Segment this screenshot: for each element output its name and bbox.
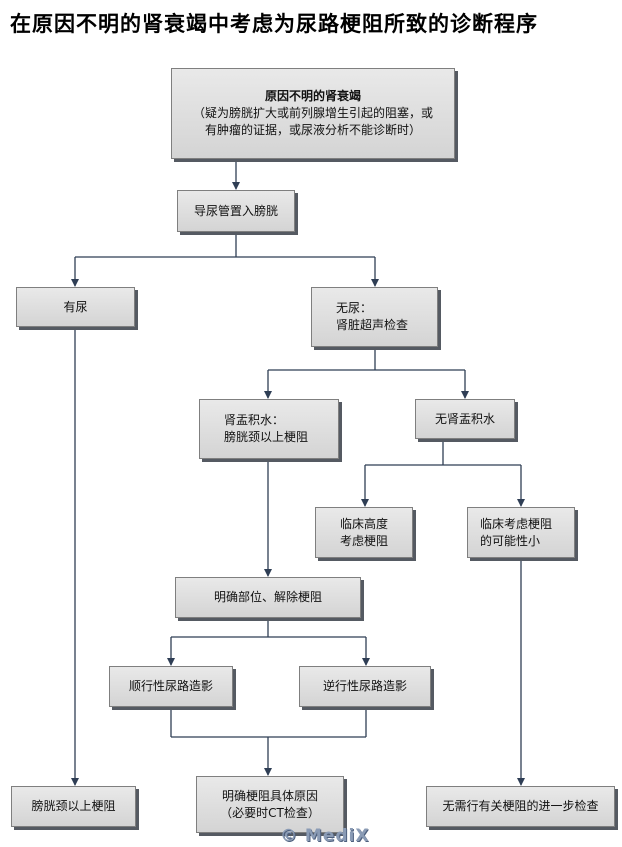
node-cause: 明确梗阻具体原因 （必要时CT检查） (196, 776, 344, 833)
node-catheter: 导尿管置入膀胱 (177, 190, 295, 232)
node-no-further: 无需行有关梗阻的进一步检查 (426, 786, 615, 827)
node-retrograde: 逆行性尿路造影 (299, 666, 431, 707)
watermark-logo: © MediX (280, 826, 370, 846)
page-title: 在原因不明的肾衰竭中考虑为尿路梗阻所致的诊断程序 (10, 12, 538, 36)
catheter-label: 导尿管置入膀胱 (193, 203, 278, 218)
node-no-hydronephrosis: 无肾盂积水 (415, 399, 515, 439)
start-title: 原因不明的肾衰竭 (264, 89, 361, 103)
start-detail-1: （疑为膀胱扩大或前列腺增生引起的阻塞，或 (192, 106, 433, 120)
low-line2: 的可能性小 (480, 533, 541, 548)
start-detail-2: 有肿瘤的证据，或尿液分析不能诊断时） (204, 123, 421, 137)
above-neck-label: 膀胱颈以上梗阻 (31, 799, 116, 813)
hydro-line2: 膀胱颈以上梗阻 (224, 430, 309, 444)
hydro-line1: 肾盂积水： (224, 413, 285, 427)
no-further-label: 无需行有关梗阻的进一步检查 (442, 799, 599, 813)
high-line1: 临床高度 (339, 516, 388, 531)
node-high-suspicion: 临床高度 考虑梗阻 (315, 507, 413, 558)
node-above-bladder-neck: 膀胱颈以上梗阻 (11, 786, 136, 827)
locate-label: 明确部位、解除梗阻 (213, 590, 322, 604)
node-urine: 有尿 (16, 287, 135, 327)
no-urine-line2: 肾脏超声检查 (336, 318, 409, 332)
antegrade-label: 顺行性尿路造影 (128, 679, 213, 693)
retrograde-label: 逆行性尿路造影 (322, 679, 407, 693)
no-hydro-label: 无肾盂积水 (434, 411, 495, 426)
cause-line2: （必要时CT检查） (220, 805, 320, 820)
node-locate: 明确部位、解除梗阻 (175, 577, 361, 618)
node-start: 原因不明的肾衰竭 （疑为膀胱扩大或前列腺增生引起的阻塞，或 有肿瘤的证据，或尿液… (171, 68, 455, 159)
cause-line1: 明确梗阻具体原因 (221, 788, 318, 803)
node-hydronephrosis: 肾盂积水： 膀胱颈以上梗阻 (199, 399, 339, 459)
node-no-urine: 无尿： 肾脏超声检查 (311, 287, 438, 347)
node-low-suspicion: 临床考虑梗阻 的可能性小 (467, 507, 575, 558)
low-line1: 临床考虑梗阻 (480, 516, 553, 531)
urine-label: 有尿 (63, 299, 88, 314)
high-line2: 考虑梗阻 (339, 533, 388, 548)
node-antegrade: 顺行性尿路造影 (109, 666, 233, 707)
no-urine-line1: 无尿： (336, 301, 373, 315)
